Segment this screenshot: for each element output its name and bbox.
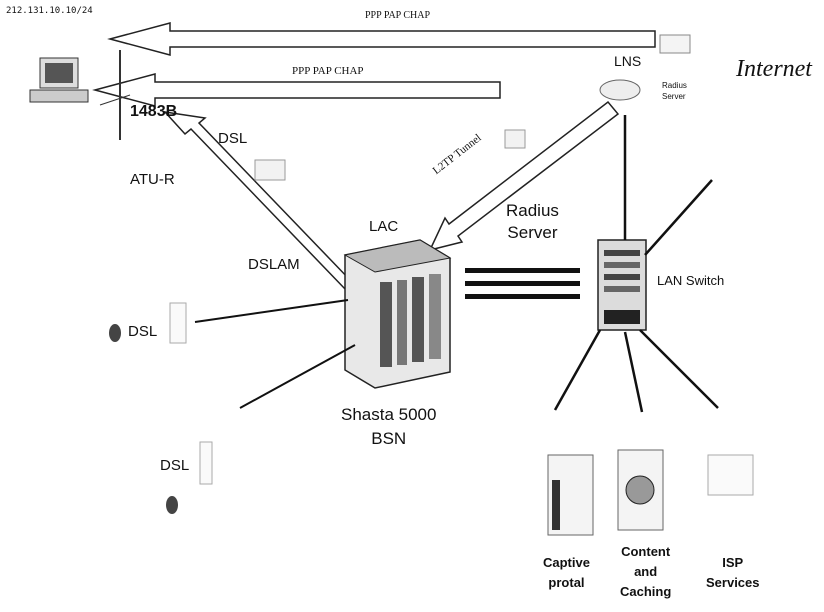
isp-services-label: ISP Services xyxy=(706,553,760,593)
atm-1483b-label: 1483B xyxy=(130,103,177,121)
radius-server-small-label: Radius Server xyxy=(662,80,687,102)
shasta-bsn-icon xyxy=(345,240,450,388)
dslam-label: DSLAM xyxy=(248,256,300,273)
lns-label: LNS xyxy=(614,53,641,69)
lac-label: LAC xyxy=(369,218,398,235)
ppp-top-label: PPP PAP CHAP xyxy=(365,10,430,21)
internet-label: Internet xyxy=(736,56,812,83)
trunk-link xyxy=(465,268,580,299)
server-icons xyxy=(548,450,753,535)
dsl-links xyxy=(195,300,355,408)
shasta-bsn-label: Shasta 5000 BSN xyxy=(341,403,436,451)
radius-server-label: Radius Server xyxy=(506,200,559,244)
customer-icons xyxy=(109,303,212,514)
modem-icon xyxy=(255,130,525,180)
ppp-arrow-top xyxy=(110,23,655,55)
lan-switch-label: LAN Switch xyxy=(657,273,724,288)
captive-portal-label: Captive protal xyxy=(543,553,590,593)
content-caching-label: Content and Caching xyxy=(620,542,671,602)
atu-r-label: ATU-R xyxy=(130,171,175,188)
dsl-bottom-label: DSL xyxy=(160,457,189,474)
lan-switch-icon xyxy=(598,240,646,330)
ppp-arrow-second xyxy=(95,74,500,106)
dsl-mid-label: DSL xyxy=(128,323,157,340)
ip-address-label: 212.131.10.10/24 xyxy=(6,6,93,16)
dsl-top-label: DSL xyxy=(218,130,247,147)
ppp-second-label: PPP PAP CHAP xyxy=(292,65,364,77)
